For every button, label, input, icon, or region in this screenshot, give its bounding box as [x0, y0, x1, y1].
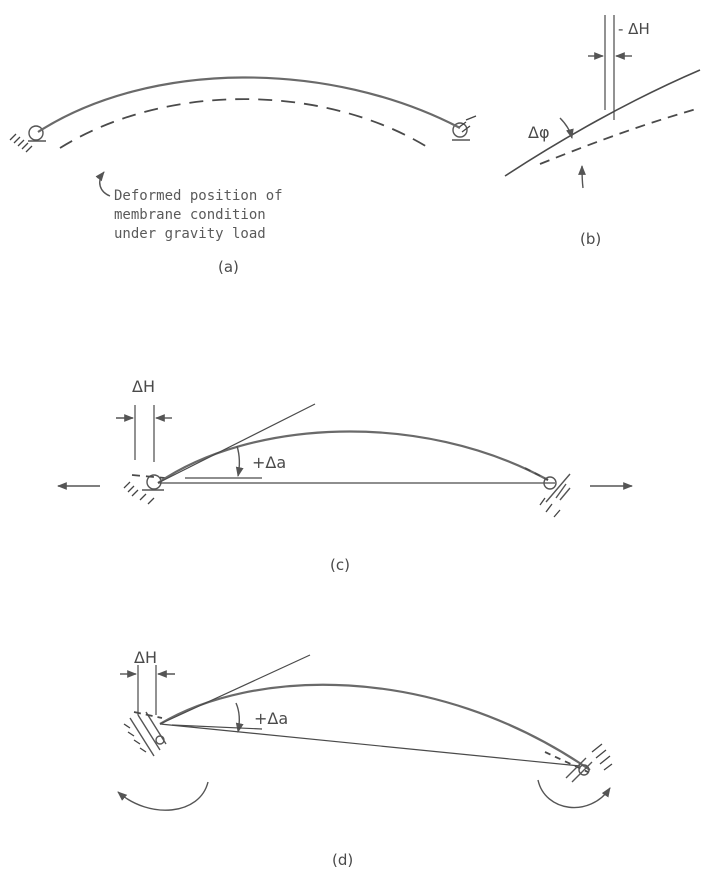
delta-phi-arrow-bottom: [578, 165, 586, 189]
delta-a-arc-c: [235, 445, 244, 477]
panel-d-label: (d): [332, 851, 353, 869]
left-pin-support-c-icon: [123, 474, 164, 505]
chord-line-d: [159, 723, 581, 767]
original-arch-curve: [37, 76, 461, 133]
deformed-note-line-2: membrane condition: [114, 207, 266, 223]
delta-a-tick-d: [171, 724, 263, 730]
panel-c-delta-a: +Δa: [252, 453, 286, 472]
panel-a-label: (a): [218, 258, 239, 276]
right-end-dashes-c: [524, 467, 549, 481]
dashed-tangent-line: [539, 107, 701, 165]
panel-b-delta-h: - ΔH: [618, 20, 650, 38]
panel-c: ΔH +Δa (c): [57, 377, 633, 574]
left-pin-support-icon: [9, 125, 46, 153]
right-roller-support-c-icon: [539, 473, 571, 518]
right-end-dashes-d: [544, 751, 589, 773]
panel-a: Deformed position of membrane condition …: [9, 76, 477, 276]
panel-c-label: (c): [330, 556, 350, 574]
deformed-note-line-3: under gravity load: [114, 226, 266, 242]
solid-tangent-line: [504, 69, 701, 177]
delta-a-arc-d: [235, 702, 244, 733]
leader-arrow: [95, 171, 111, 197]
tangent-line-c: [157, 403, 316, 484]
panel-d: ΔH +Δa (d): [117, 648, 613, 869]
initial-position-dashes-d: [133, 711, 163, 719]
panel-d-delta-a: +Δa: [254, 709, 288, 728]
right-pin-support-icon: [452, 115, 477, 141]
deformed-note-line-1: Deformed position of: [114, 188, 283, 204]
right-moment-arrow: [537, 779, 611, 809]
initial-position-dashes: [131, 474, 166, 479]
arch-curve-c: [157, 430, 549, 484]
panel-b-label: (b): [580, 230, 601, 248]
left-moment-arrow: [117, 781, 209, 811]
tangent-line-d: [159, 654, 311, 725]
panel-c-delta-h: ΔH: [132, 377, 155, 396]
panel-b: - ΔH Δφ (b): [504, 15, 701, 248]
delta-phi-arrow-top: [559, 117, 574, 139]
right-rotated-support-d-icon: [565, 743, 613, 783]
panel-b-delta-phi: Δφ: [528, 123, 550, 142]
left-rotated-support-d-icon: [123, 711, 167, 757]
deformed-arch-curve: [59, 98, 433, 151]
panel-d-delta-h: ΔH: [134, 648, 157, 667]
